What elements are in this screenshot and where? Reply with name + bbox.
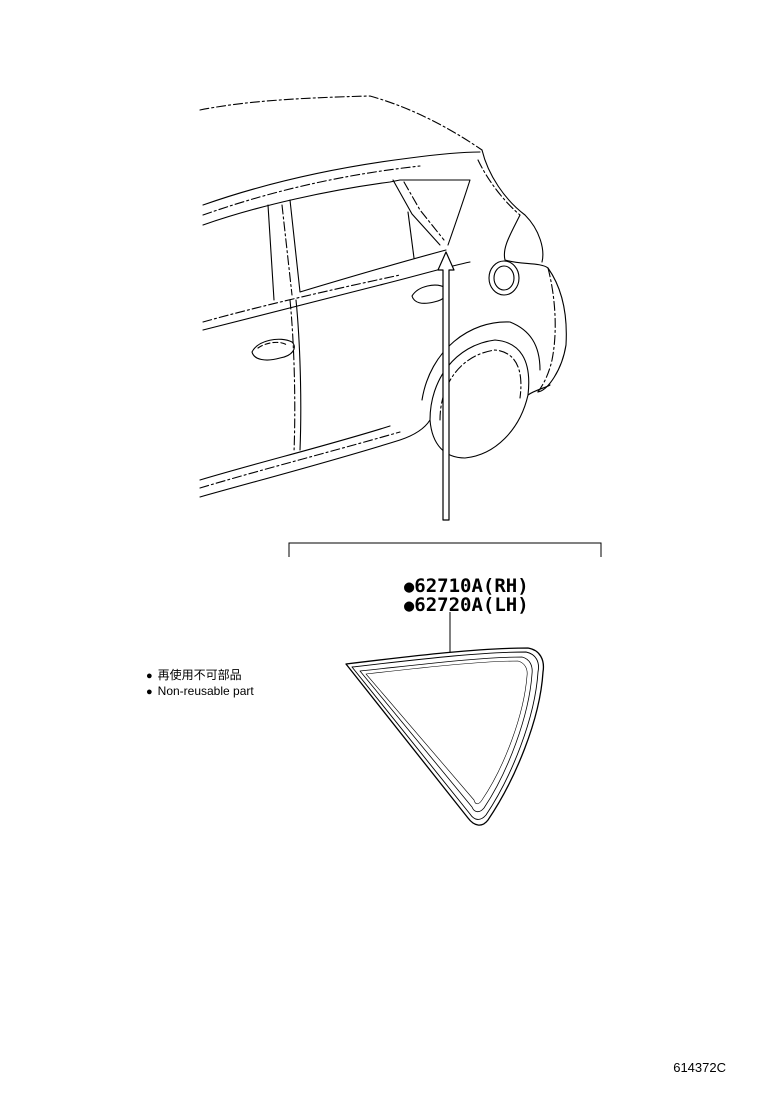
assembly-bracket [288,542,602,557]
figure-code: 614372C [673,1060,726,1075]
part-number-lh-text: 62720A(LH) [414,594,529,616]
part-number-lh: ●62720A(LH) [404,595,529,616]
legend-text-english: Non-reusable part [157,684,254,698]
non-reusable-marker-icon: ● [404,596,415,616]
legend-item-english: ● Non-reusable part [146,683,254,700]
part-number-rh: ●62710A(RH) [404,576,529,597]
legend-text-japanese: 再使用不可部品 [157,668,242,682]
location-arrow [437,251,455,521]
quarter-window-glass [345,647,545,826]
legend-item-japanese: ● 再使用不可部品 [146,667,242,684]
legend-bullet-icon: ● [146,686,153,698]
legend-bullet-icon: ● [146,670,153,682]
part-number-rh-text: 62710A(RH) [414,575,529,597]
non-reusable-marker-icon: ● [404,577,415,597]
vehicle-rear-quarter-illustration [199,95,567,498]
